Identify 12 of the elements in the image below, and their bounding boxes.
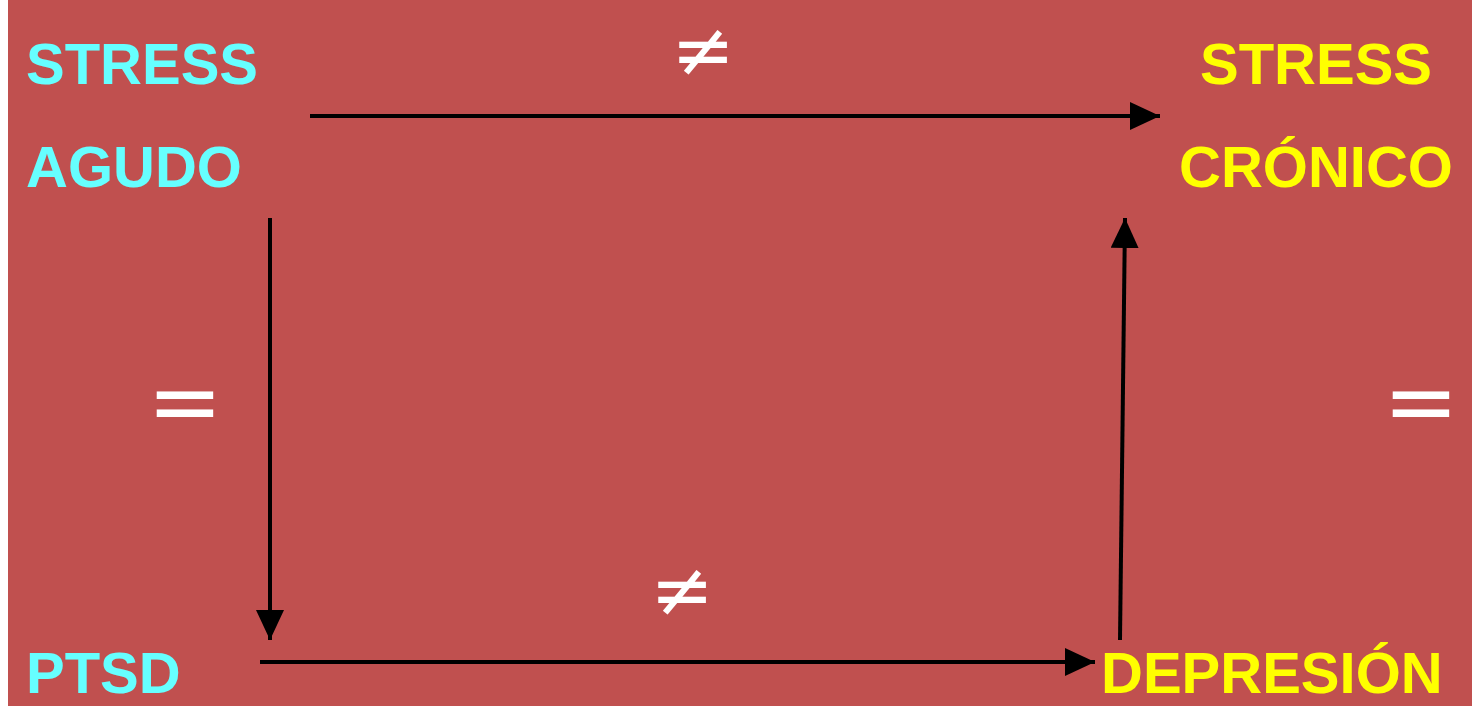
edge-label: ≠	[650, 552, 714, 628]
term-label: STRESS AGUDO	[20, 12, 310, 218]
arrow	[260, 648, 1095, 676]
arrow	[1110, 217, 1139, 641]
equals-label: =	[1383, 357, 1459, 447]
term-label: DEPRESIÓN	[1095, 640, 1465, 706]
equals-label: =	[147, 357, 223, 447]
arrow	[310, 102, 1160, 130]
term-label: PTSD	[20, 640, 260, 706]
arrow	[256, 218, 284, 640]
term-label: STRESS CRÓNICO	[1160, 12, 1472, 218]
edge-label: ≠	[671, 12, 735, 88]
